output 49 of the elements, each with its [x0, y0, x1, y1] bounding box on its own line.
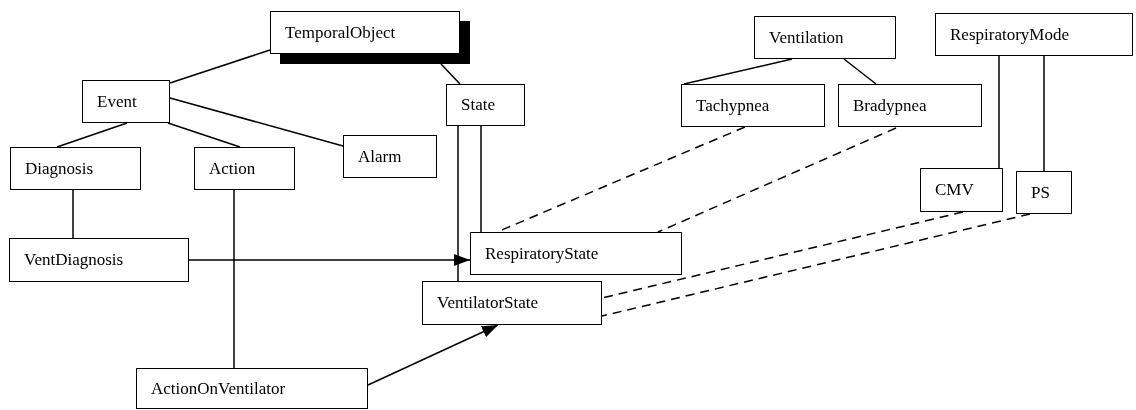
connector-line: [233, 189, 235, 369]
dashed-connector: [601, 211, 964, 299]
class-box: [470, 232, 682, 275]
connector-line: [169, 97, 344, 147]
dashed-connector: [601, 213, 1031, 317]
class-box: [422, 281, 602, 325]
connector-line: [167, 122, 241, 148]
class-name: CMV: [935, 180, 974, 200]
connector-line: [56, 122, 128, 148]
connector-line: [72, 189, 74, 239]
class-name: Tachypnea: [696, 95, 770, 116]
class-name: Bradypnea: [853, 95, 927, 116]
class-box: [838, 84, 982, 127]
class-name: RespiratoryMode: [950, 24, 1069, 45]
class-box: [136, 368, 368, 409]
class-box: [446, 84, 525, 126]
class-name: RespiratoryState: [485, 243, 599, 264]
class-box: [9, 238, 189, 282]
class-name: Event: [97, 91, 137, 112]
class-name: PS: [1031, 182, 1050, 203]
class-box: [82, 80, 170, 123]
connector-line: [843, 58, 877, 85]
class-box: [1016, 171, 1072, 214]
class-box: [754, 16, 896, 59]
class-box: [194, 147, 295, 190]
class-box: [10, 147, 141, 190]
class-name: VentilatorState: [437, 293, 539, 313]
arrow: [367, 324, 499, 386]
dashed-connector: [657, 127, 897, 233]
class-name: TemporalObject: [285, 22, 396, 43]
connector-line: [1043, 55, 1045, 172]
class-box: [920, 168, 1003, 212]
connector-line: [480, 125, 482, 233]
connector-line: [998, 55, 1000, 169]
connector-line: [169, 49, 271, 84]
class-name: State: [461, 95, 495, 115]
connector-line: [683, 58, 793, 85]
arrow: [188, 254, 471, 266]
connector-line: [440, 63, 461, 85]
class-box: [343, 135, 437, 178]
class-name: ActionOnVentilator: [151, 378, 286, 399]
class-name: Action: [209, 158, 256, 179]
class-name: VentDiagnosis: [24, 250, 124, 270]
class-box: [681, 84, 825, 127]
class-name: Ventilation: [769, 27, 844, 48]
class-box: [935, 13, 1133, 56]
class-name: Alarm: [358, 146, 402, 167]
class-name: Diagnosis: [25, 158, 93, 179]
connector-line: [457, 125, 459, 282]
